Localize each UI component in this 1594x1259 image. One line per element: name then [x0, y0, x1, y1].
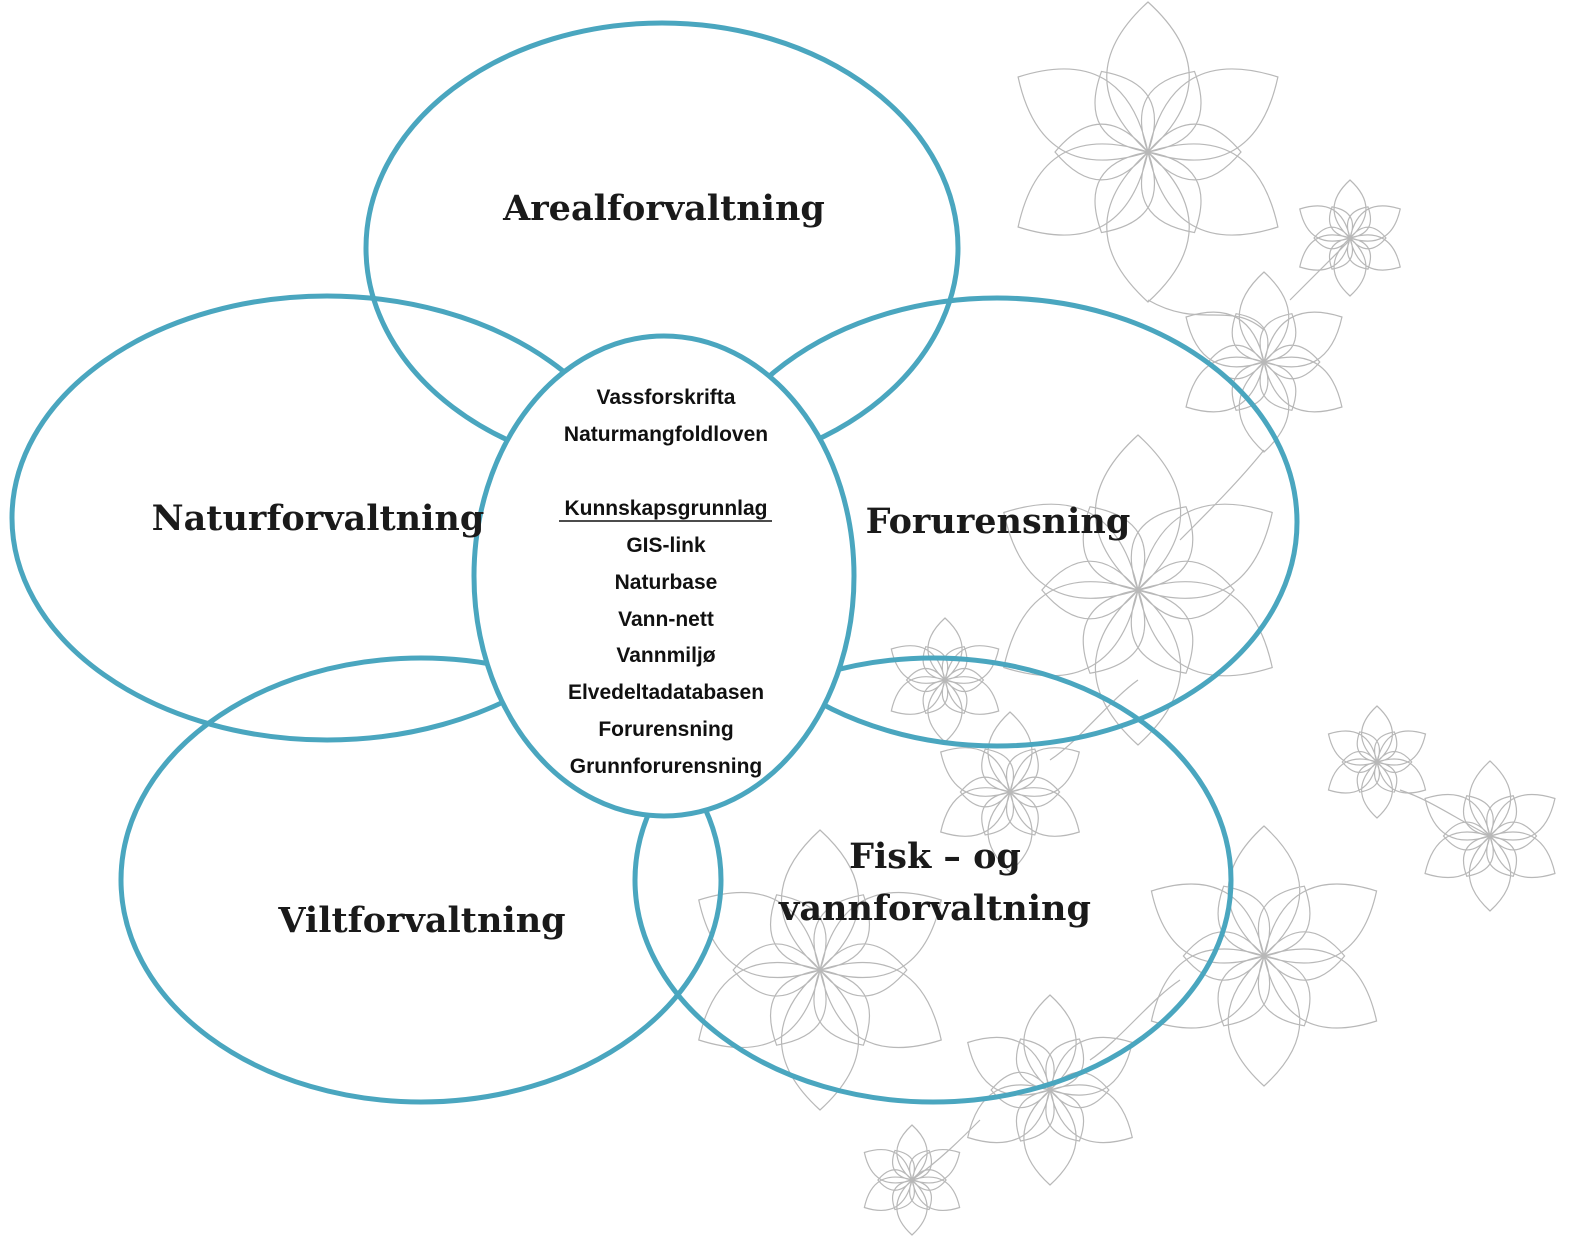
decorative-flower [1017, 1, 1279, 303]
center-law-2: Naturmangfoldloven [564, 423, 768, 446]
center-law-1: Vassforskrifta [597, 386, 736, 409]
ring-center [471, 333, 857, 819]
center-item-elvedeltadatabasen: Elvedeltadatabasen [568, 681, 764, 704]
center-item-vann-nett: Vann-nett [618, 608, 714, 631]
label-arealforvaltning: Arealforvaltning [502, 188, 825, 229]
center-item-naturbase: Naturbase [615, 571, 718, 594]
decorative-flower [940, 711, 1080, 873]
decorative-flower [1327, 705, 1427, 819]
decorative-stem [911, 1119, 981, 1181]
decorative-flower [698, 829, 942, 1111]
decorative-flower [890, 617, 1000, 743]
label-forurensning: Forurensning [866, 501, 1131, 542]
decorative-flower [967, 994, 1133, 1186]
decorative-stem [1179, 449, 1265, 541]
label-fisk-line1: Fisk – og [849, 836, 1021, 877]
label-naturforvaltning: Naturforvaltning [152, 498, 485, 539]
decorative-stem [1289, 239, 1351, 301]
ring-viltforvaltning [118, 655, 724, 1105]
decorative-stem [1147, 299, 1265, 331]
ring-fisk-og-vannforvaltning [632, 655, 1234, 1105]
decorative-stem [1049, 679, 1139, 761]
decorative-stem [1089, 979, 1181, 1061]
decorative-flower-pattern [698, 1, 1556, 1236]
center-item-vannmiljo: Vannmiljø [616, 644, 715, 667]
center-item-grunnforurensning: Grunnforurensning [570, 755, 763, 778]
decorative-flower [863, 1124, 961, 1236]
label-fisk-line2: vannforvaltning [778, 888, 1091, 929]
decorative-flower [1424, 760, 1556, 912]
center-knowledge-heading: Kunnskapsgrunnlag [564, 497, 767, 520]
decorative-stem [1399, 789, 1491, 837]
decorative-flower [1299, 179, 1401, 297]
center-item-forurensning: Forurensning [598, 718, 733, 741]
center-item-gis-link: GIS-link [626, 534, 706, 557]
decorative-flower [1150, 825, 1378, 1087]
decorative-flower [1003, 434, 1273, 746]
label-viltforvaltning: Viltforvaltning [277, 900, 565, 941]
